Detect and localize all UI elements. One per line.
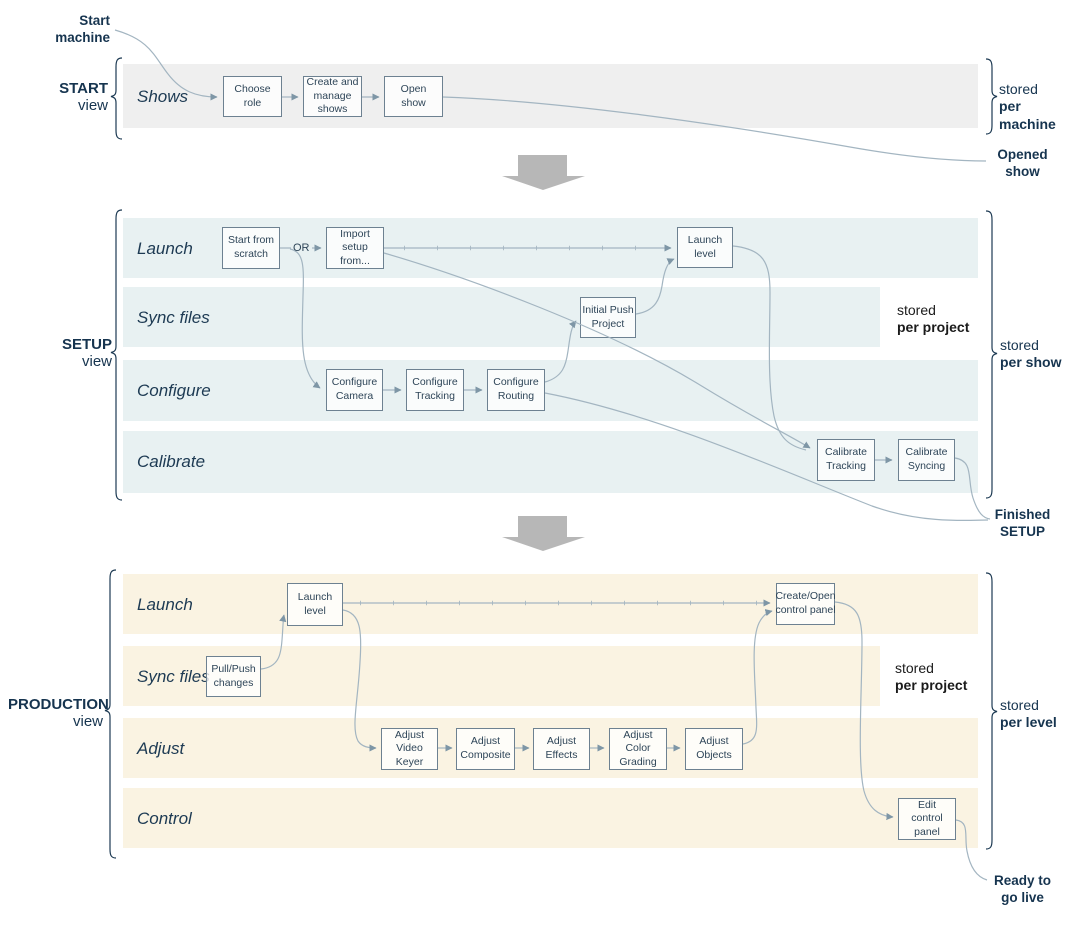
stored-per-level-scope: per level [1000,714,1057,731]
row-label-production-adjust: Adjust [137,739,185,758]
node-import-setup: Import setup from... [326,227,384,269]
node-start-from-scratch: Start from scratch [222,227,280,269]
stored-per-show-label: stored [1000,337,1039,353]
connector-initial-push-to-launch-level [635,258,675,315]
connector-edit-panel-to-ready [955,819,988,881]
stored-per-show-scope: per show [1000,354,1062,371]
label-opened-show: Opened show [997,147,1048,179]
node-configure-camera: Configure Camera [326,369,383,411]
node-configure-routing: Configure Routing [487,369,545,411]
section-title-start: START [59,80,108,97]
brace-production-view [104,569,117,859]
node-production-launch-level: Launch level [287,583,343,626]
row-label-setup-launch: Launch [137,239,193,258]
stored-per-project-production: stored per project [895,660,967,695]
connector-launch-level-to-calibrate-tracking [732,245,807,451]
row-label-production-launch: Launch [137,595,193,614]
node-initial-push-project: Initial Push Project [580,297,636,338]
section-title-production: PRODUCTION [8,696,109,713]
stored-per-machine: stored per machine [999,81,1079,133]
band-setup-configure [123,360,978,421]
node-calibrate-syncing: Calibrate Syncing [898,439,955,481]
row-label-setup-configure: Configure [137,381,211,400]
node-edit-control-panel: Edit control panel [898,798,956,840]
stored-per-level: stored per level [1000,697,1057,732]
brace-stored-per-show [985,210,998,499]
section-label-production: PRODUCTION view [8,696,109,731]
connector-calibrate-syncing-to-finished [954,457,991,520]
node-create-manage-shows: Create and manage shows [303,76,362,117]
node-adjust-objects: Adjust Objects [685,728,743,770]
or-label: OR [293,242,310,254]
down-arrow-setup-to-production [502,516,585,551]
row-label-production-control: Control [137,809,192,828]
connector-routing-to-finished-setup [544,392,989,522]
row-label-setup-calibrate: Calibrate [137,452,206,471]
node-adjust-composite: Adjust Composite [456,728,515,770]
section-title-setup: SETUP [61,336,112,353]
label-ready-to-go-live: Ready to go live [993,873,1051,905]
label-start-machine: Start machine [55,13,110,45]
connector-create-open-to-edit-panel [834,601,894,821]
stored-per-machine-scope: per machine [999,98,1056,132]
stored-per-project-production-label: stored [895,660,934,676]
node-adjust-color-grading: Adjust Color Grading [609,728,667,770]
connector-open-show-to-opened-show [442,96,987,162]
node-open-show: Open show [384,76,443,117]
band-setup-sync [123,287,880,347]
node-setup-launch-level: Launch level [677,227,733,268]
node-create-open-control-panel: Create/Open control panel [775,583,836,625]
band-production-control [123,788,978,848]
band-production-launch [123,574,978,634]
connector-routing-to-initial-push [544,320,577,383]
brace-stored-per-level [985,572,998,850]
section-subtitle-setup: view [81,353,112,371]
stored-per-project-production-scope: per project [895,677,968,694]
node-adjust-video-keyer: Adjust Video Keyer [381,728,438,770]
stored-per-machine-label: stored [999,81,1038,97]
node-pull-push-changes: Pull/Push changes [206,656,261,697]
down-arrow-start-to-setup [502,155,585,190]
node-adjust-effects: Adjust Effects [533,728,590,770]
label-finished-setup: Finished SETUP [994,507,1051,539]
stored-per-show: stored per show [1000,337,1061,372]
stored-per-project-setup-label: stored [897,302,936,318]
section-label-start: START view [20,80,108,115]
row-label-production-sync: Sync files [137,667,210,686]
stored-per-level-label: stored [1000,697,1039,713]
stored-per-project-setup: stored per project [897,302,969,337]
connector-pullpush-to-launch-level [260,614,287,670]
row-label-shows: Shows [137,87,189,106]
connector-start-machine-to-choose-role [114,29,218,101]
connector-launch-level-to-adjust-keyer [342,609,377,752]
node-configure-tracking: Configure Tracking [406,369,464,411]
row-label-setup-sync: Sync files [137,308,210,327]
stored-per-project-setup-scope: per project [897,319,970,336]
section-subtitle-production: view [72,713,103,731]
brace-stored-per-machine [985,58,998,135]
section-label-setup: SETUP view [24,336,112,371]
connector-or-to-configure-camera [289,248,321,389]
section-subtitle-start: view [77,97,108,115]
node-choose-role: Choose role [223,76,282,117]
connector-import-to-calibrate-tracking [383,252,811,449]
node-calibrate-tracking: Calibrate Tracking [817,439,875,481]
connector-objects-to-create-open [742,609,773,745]
brace-start-view [110,57,123,140]
brace-setup-view [110,209,123,501]
